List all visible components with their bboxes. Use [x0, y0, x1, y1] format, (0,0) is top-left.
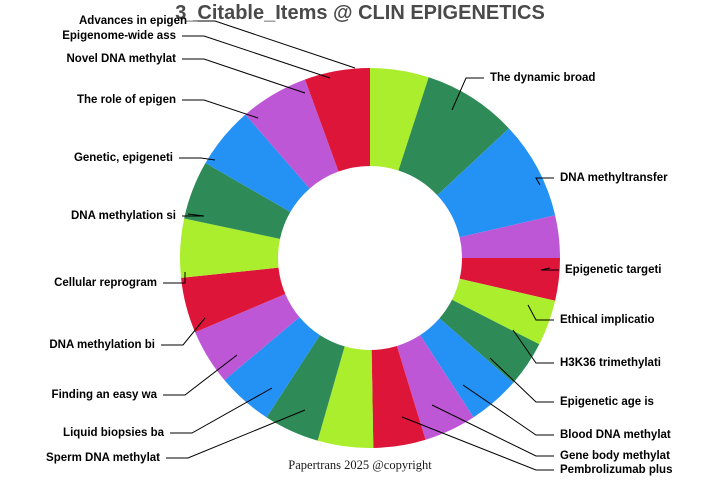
donut-slice[interactable]	[459, 215, 561, 258]
leader-line	[166, 409, 306, 459]
leader-line	[163, 272, 186, 284]
leader-line	[182, 35, 331, 79]
leader-line	[182, 58, 306, 94]
leader-line	[401, 416, 554, 471]
donut-slice[interactable]	[451, 278, 556, 345]
slice-callout-label: Epigenetic age is	[560, 396, 654, 408]
leader-line	[451, 77, 484, 111]
slice-callout-label: Advances in epigen	[78, 15, 187, 27]
slice-callout-label: The role of epigen	[76, 94, 176, 106]
slice-callout-label: Pembrolizumab plus	[560, 464, 673, 476]
slice-callout-label: Genetic, epigeneti	[73, 152, 173, 164]
donut-slice[interactable]	[181, 267, 286, 333]
donut-slice-group[interactable]	[180, 68, 561, 448]
donut-slice[interactable]	[317, 346, 374, 448]
leader-line	[179, 157, 216, 161]
leader-line	[527, 304, 554, 321]
leader-line	[161, 317, 206, 346]
donut-slice[interactable]	[371, 345, 426, 448]
leader-line	[163, 354, 238, 396]
slice-callout-label: DNA methylation bi	[49, 339, 155, 351]
slice-callout-label: Sperm DNA methylat	[46, 452, 160, 464]
slice-callout-label: H3K36 trimethylati	[560, 357, 661, 369]
leader-line-group	[161, 20, 559, 471]
slice-callout-label: Finding an easy wa	[51, 389, 157, 401]
donut-slice[interactable]	[224, 317, 320, 418]
donut-slice[interactable]	[420, 318, 514, 418]
leader-line	[431, 404, 554, 457]
slice-callout-label: Epigenome-wide ass	[62, 30, 176, 42]
donut-slice[interactable]	[245, 79, 339, 189]
donut-slice[interactable]	[195, 293, 300, 381]
donut-slice[interactable]	[439, 299, 540, 383]
leader-line	[170, 387, 273, 434]
page-title: 3_Citable_Items @ CLIN EPIGENETICS	[175, 2, 545, 24]
donut-slice[interactable]	[205, 114, 310, 212]
slice-callout-label: Blood DNA methylat	[560, 429, 671, 441]
slice-callout-label: Gene body methylat	[560, 450, 670, 462]
donut-slice[interactable]	[437, 128, 556, 238]
donut-slice[interactable]	[184, 163, 291, 239]
leader-line	[462, 384, 554, 436]
slice-callout-label: DNA methyltransfer	[560, 172, 668, 184]
donut-slice[interactable]	[459, 258, 561, 301]
slice-callout-label: Ethical implicatio	[560, 314, 655, 326]
donut-slice[interactable]	[370, 68, 429, 171]
slice-callout-label: The dynamic broad	[490, 72, 596, 84]
donut-slice[interactable]	[266, 335, 345, 441]
leader-line	[182, 213, 205, 217]
leader-line	[535, 177, 554, 186]
slice-callout-label: Cellular reprogram	[54, 277, 157, 289]
donut-slice[interactable]	[305, 68, 370, 172]
donut-slice[interactable]	[180, 218, 281, 278]
leader-line	[512, 329, 554, 364]
slice-callout-label: DNA methylation si	[70, 210, 176, 222]
donut-slice[interactable]	[396, 335, 474, 440]
donut-slice[interactable]	[398, 77, 509, 196]
copyright-credit: Papertrans 2025 @copyright	[288, 458, 432, 472]
slice-callout-label: Epigenetic targeti	[565, 264, 662, 276]
leader-line	[182, 99, 259, 119]
leader-line	[540, 267, 559, 271]
leader-line	[193, 20, 356, 69]
slice-callout-label: Novel DNA methylat	[66, 53, 177, 65]
slice-callout-label: Liquid biopsies ba	[63, 427, 164, 439]
leader-line	[489, 357, 554, 403]
